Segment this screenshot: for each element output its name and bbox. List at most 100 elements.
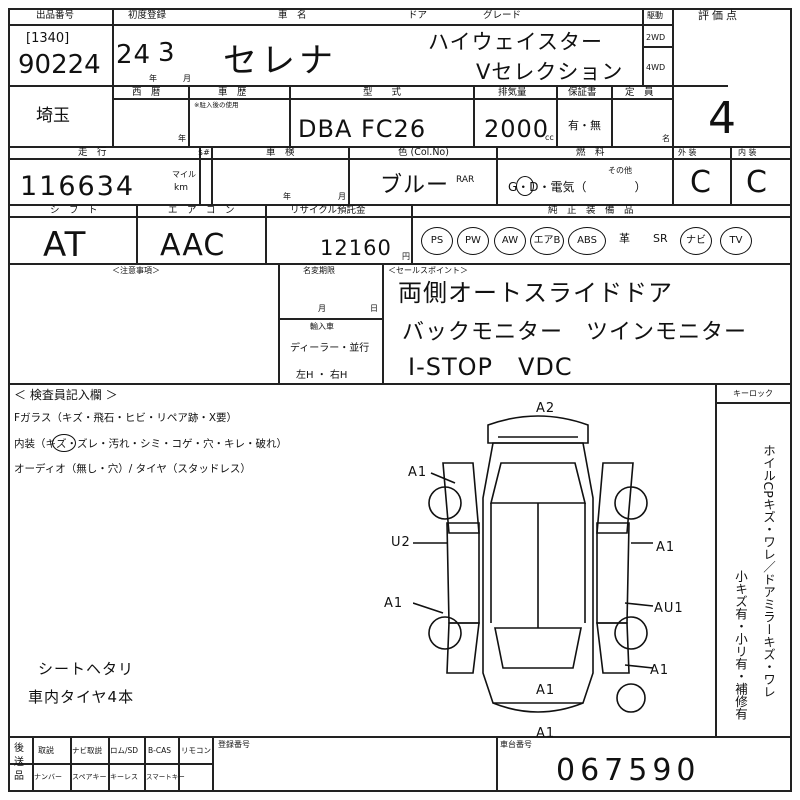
warranty-value: 有・無 bbox=[568, 119, 601, 132]
score-value: 4 bbox=[708, 93, 737, 144]
damage-mark-left-rear: A1 bbox=[384, 596, 404, 611]
damage-mark-right-rear: AU1 bbox=[654, 601, 684, 616]
frame-bottom bbox=[8, 790, 792, 792]
damage-mark-left-door: U2 bbox=[391, 535, 411, 550]
equip-sunroof: SR bbox=[653, 232, 668, 245]
damage-mark-rear: A1 bbox=[536, 726, 556, 741]
fuel-other: その他 bbox=[608, 166, 632, 175]
sales-line1: 両側オートスライドドア bbox=[398, 279, 673, 307]
footer-item-navi-manual: ナビ取説 bbox=[72, 746, 102, 755]
footer-item-keyless: キーレス bbox=[110, 773, 138, 781]
name-change-label: 名変期限 bbox=[303, 266, 335, 275]
color-value: ブルー bbox=[380, 173, 450, 198]
lot-code: [1340] bbox=[26, 31, 70, 46]
equipment-label: 純 正 装 備 品 bbox=[548, 205, 634, 216]
equip-ps: PS bbox=[421, 227, 453, 255]
footer-item-manual: 取説 bbox=[38, 746, 54, 755]
chassis-number: 067590 bbox=[556, 753, 701, 788]
recycle-value: 12160 bbox=[320, 236, 392, 260]
fuel-label: 燃 料 bbox=[576, 147, 605, 158]
person-unit: 名 bbox=[662, 134, 670, 143]
footer-row-head: 後送品 bbox=[14, 743, 24, 782]
car-name-label: 車 名 bbox=[278, 10, 307, 21]
name-change-day: 日 bbox=[370, 304, 378, 313]
year-unit-2: 年 bbox=[178, 134, 186, 143]
capacity-label: 定 員 bbox=[625, 87, 654, 98]
cc-value: 2000 bbox=[484, 115, 550, 143]
drive-4wd: 4WD bbox=[646, 63, 666, 72]
damage-mark-right-quarter: A1 bbox=[650, 663, 670, 678]
equip-pw: PW bbox=[457, 227, 489, 255]
equip-leather: 革 bbox=[619, 232, 630, 245]
month-unit-3: 月 bbox=[338, 192, 346, 201]
footer-item-remote: リモコン bbox=[181, 746, 211, 755]
history-note: ※駐入後の使用 bbox=[194, 101, 239, 109]
model-label: 型 式 bbox=[363, 87, 402, 98]
import-label: 輸入車 bbox=[310, 322, 334, 331]
exterior-label: 外 装 bbox=[678, 148, 697, 157]
interior-value: C bbox=[746, 165, 768, 200]
prefecture: 埼玉 bbox=[36, 106, 70, 126]
color-code: RAR bbox=[456, 175, 475, 185]
west-label: 西 暦 bbox=[132, 87, 161, 98]
grade-label: グレード bbox=[483, 10, 522, 21]
equip-abs: ABS bbox=[568, 227, 606, 255]
cc-unit: cc bbox=[545, 133, 554, 142]
damage-mark-right-door: A1 bbox=[656, 540, 676, 555]
sales-line3: I-STOP VDC bbox=[408, 353, 573, 381]
chassis-label: 車台番号 bbox=[500, 740, 532, 749]
lot-number: 90224 bbox=[18, 50, 101, 80]
mileage-unit-top: マイル bbox=[172, 170, 196, 179]
damage-mark-left-front: A1 bbox=[408, 465, 428, 480]
sales-line2: バックモニター ツインモニター bbox=[402, 320, 748, 345]
first-reg-label: 初度登録 bbox=[128, 10, 167, 21]
color-label: 色 (Col.No) bbox=[398, 147, 449, 158]
interior-label: 内 装 bbox=[738, 148, 757, 157]
shift-value: AT bbox=[43, 225, 87, 265]
handwritten-note1: シートヘタリ bbox=[38, 660, 135, 678]
footer-item-plate: ナンバー bbox=[34, 773, 62, 781]
caution-label: ＜注意事項＞ bbox=[112, 266, 160, 275]
car-name: セレナ bbox=[223, 41, 337, 81]
year-unit: 年 bbox=[149, 74, 157, 83]
footer-item-smart-key: スマートキー bbox=[146, 773, 185, 781]
frame-left bbox=[8, 8, 10, 792]
frame-right bbox=[790, 8, 792, 792]
frame-top bbox=[8, 8, 792, 10]
footer-item-bcas: B-CAS bbox=[148, 746, 171, 755]
mileage-value: 116634 bbox=[20, 171, 136, 202]
footer-item-spare-key: スペアキー bbox=[72, 773, 107, 781]
handwritten-note2: 車内タイヤ4本 bbox=[28, 688, 135, 706]
key-lock-label: キーロック bbox=[733, 389, 773, 398]
glass-line: Fガラス（キズ・飛石・ヒビ・リペア跡・X要） bbox=[14, 412, 238, 424]
drive-label: 駆動 bbox=[647, 11, 663, 20]
history-label: 車 歴 bbox=[218, 87, 247, 98]
fuel-g-circle bbox=[516, 176, 534, 196]
lot-label: 出品番号 bbox=[36, 10, 75, 21]
score-label: 評価点 bbox=[698, 9, 740, 22]
exterior-value: C bbox=[690, 165, 712, 200]
warranty-label: 保証書 bbox=[568, 87, 597, 98]
ac-label: エ ア コ ン bbox=[168, 205, 235, 216]
damage-mark-front: A2 bbox=[536, 401, 556, 416]
grade-line2: Vセレクション bbox=[476, 60, 624, 84]
month-unit: 月 bbox=[183, 74, 191, 83]
sales-label: ＜セールスポイント＞ bbox=[388, 266, 468, 275]
equip-airbag: エアB bbox=[530, 227, 564, 255]
door-label: ドア bbox=[408, 10, 428, 21]
ac-value: AAC bbox=[160, 228, 226, 263]
first-reg-year: 24 bbox=[116, 40, 152, 70]
wheel-mirror-note: ホイルCPキズ・ワレ／ドアミラーキズ・ワレ bbox=[761, 444, 776, 698]
inspection-label: 車 検 bbox=[266, 147, 295, 158]
cc-label: 排気量 bbox=[498, 87, 527, 98]
drive-2wd: 2WD bbox=[646, 33, 666, 42]
damage-mark-rear-bumper: A1 bbox=[536, 683, 556, 698]
mileage-unit-bottom: km bbox=[174, 183, 188, 193]
auction-sheet: 出品番号 [1340] 90224 初度登録 24 3 年 月 車 名 セレナ … bbox=[8, 8, 792, 792]
equip-tv: TV bbox=[720, 227, 752, 255]
recycle-label: リサイクル預託金 bbox=[290, 205, 366, 216]
dollar-label: $# bbox=[198, 148, 210, 157]
audio-line: オーディオ（無し・穴）/ タイヤ（スタッドレス） bbox=[14, 463, 251, 475]
shift-label: シ フ ト bbox=[50, 205, 98, 216]
mileage-label: 走 行 bbox=[78, 147, 107, 158]
